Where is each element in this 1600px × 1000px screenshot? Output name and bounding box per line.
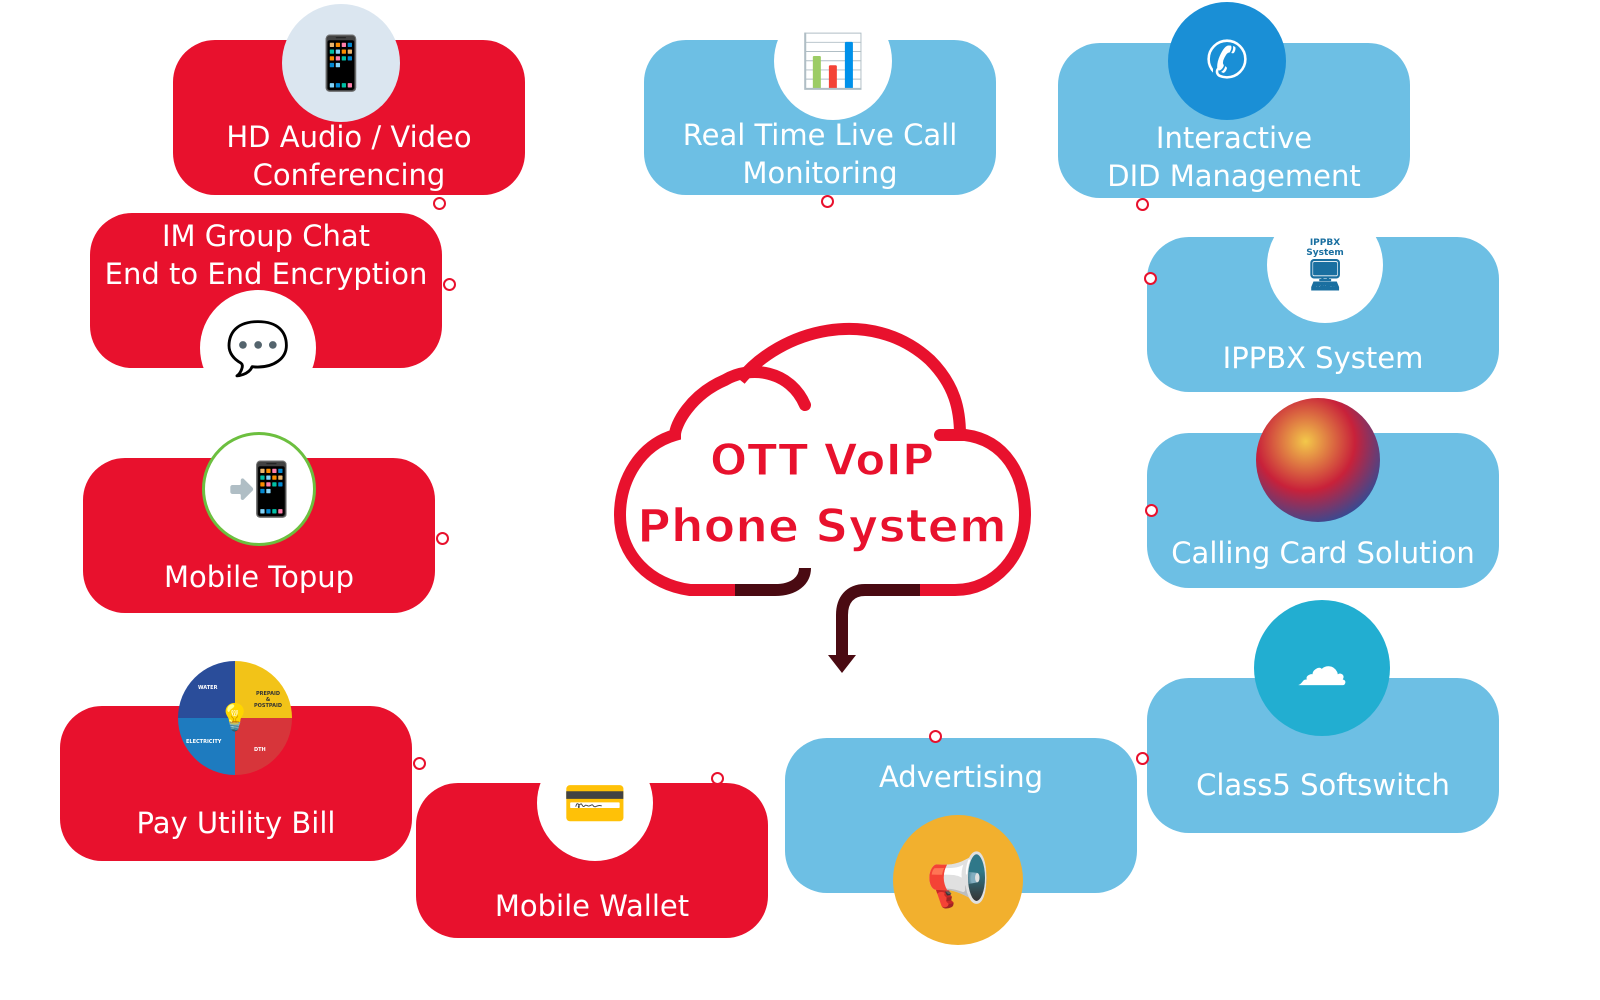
mobile-wallet-icon: 💳 <box>537 745 653 861</box>
feature-label: Interactive <box>1155 121 1313 155</box>
feature-label: IPPBX System <box>1222 341 1424 375</box>
connector-dot <box>1136 752 1149 765</box>
utility-label-prepaid-postpaid: PREPAID & POSTPAID <box>254 691 283 709</box>
central-cloud: OTT VoIP Phone System <box>613 322 1032 673</box>
megaphone-phone-icon: 📢 <box>893 815 1023 945</box>
connector-dot <box>711 772 724 785</box>
mobile-topup-icon: 📲 <box>202 432 316 546</box>
feature-label: Monitoring <box>742 156 898 190</box>
video-call-icon: 📱 <box>282 4 400 122</box>
cloud-server-icon: ☁ <box>1254 600 1390 736</box>
utility-label-water: WATER <box>198 685 218 691</box>
feature-label: Class5 Softswitch <box>1196 768 1450 802</box>
connector-dot <box>436 532 449 545</box>
connector-dot <box>1136 198 1149 211</box>
feature-label: Mobile Wallet <box>494 889 690 923</box>
feature-label: Pay Utility Bill <box>136 806 336 840</box>
connector-dot <box>433 197 446 210</box>
feature-label: IM Group Chat <box>161 219 371 253</box>
connector-dot <box>413 757 426 770</box>
flags-globe-icon <box>1256 398 1380 522</box>
feature-label: Mobile Topup <box>163 560 355 594</box>
connector-dot <box>1145 504 1158 517</box>
feature-class5-softswitch[interactable]: Class5 Softswitch <box>1147 678 1499 833</box>
feature-label: Advertising <box>878 760 1044 794</box>
feature-label: DID Management <box>1107 159 1361 193</box>
title-line2: Phone System <box>637 499 1007 553</box>
connector-dot <box>1144 272 1157 285</box>
feature-label: Calling Card Solution <box>1171 536 1475 570</box>
feature-did-management[interactable]: Interactive DID Management <box>1058 43 1410 198</box>
icon-text: IPPBX <box>1309 237 1341 248</box>
connector-dot <box>821 195 834 208</box>
utility-bill-icon: 💡 WATER PREPAID & POSTPAID ELECTRICITY D… <box>178 661 292 775</box>
feature-label: Conferencing <box>252 158 446 192</box>
encrypted-chat-icon: 💬 <box>200 290 316 406</box>
monitoring-chart-icon: 📊 <box>774 2 892 120</box>
utility-label-electricity: ELECTRICITY <box>186 739 222 745</box>
feature-label: Real Time Live Call <box>682 118 958 152</box>
connector-dot <box>443 278 456 291</box>
icon-text: System <box>1306 247 1344 258</box>
phone-cloud-icon: ✆ <box>1168 2 1286 120</box>
feature-label: End to End Encryption <box>104 257 428 291</box>
feature-label: HD Audio / Video <box>226 120 472 154</box>
utility-label-dth: DTH <box>254 747 266 753</box>
connector-dot <box>929 730 942 743</box>
title-line1: OTT VoIP <box>710 435 934 486</box>
